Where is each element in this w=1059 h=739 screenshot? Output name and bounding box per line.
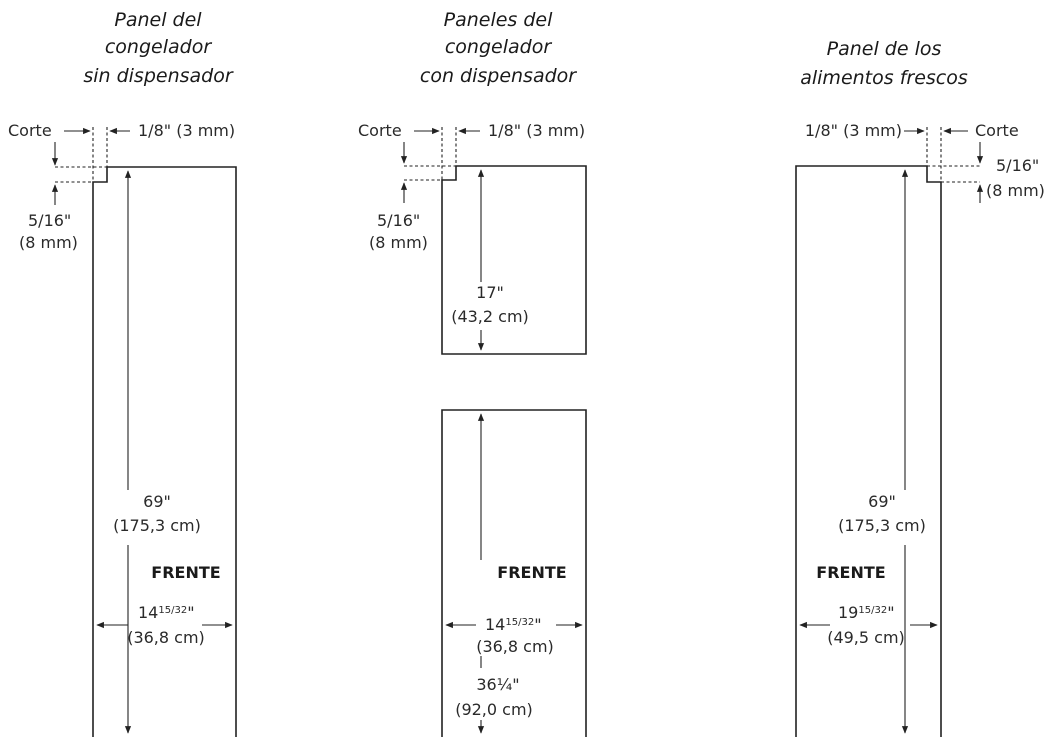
panel-freezer-no-dispenser: Panel del congelador sin dispensador Cor… (8, 9, 237, 737)
panel3-height-metric: (175,3 cm) (838, 516, 926, 535)
panel1-width-metric: (36,8 cm) (127, 628, 205, 647)
panel1-notch-depth: 5/16" (28, 211, 71, 230)
panel2-lower-outline (441, 409, 587, 737)
panel-fresh-food: Panel de los alimentos frescos 1/8" (3 m… (795, 38, 1045, 737)
panel2-width-metric: (36,8 cm) (476, 637, 554, 656)
panel2-lower-height: 36¼" (476, 675, 519, 694)
panel1-width-text: 1415/32" (138, 603, 195, 622)
panel3-title-line1: Panel de los (827, 38, 942, 60)
panel3-outline (795, 165, 942, 737)
panel2-upper-height: 17" (476, 283, 504, 302)
panel1-height: 69" (143, 492, 171, 511)
panel3-width-text: 1915/32" (838, 603, 895, 622)
panel3-cut-label: Corte (975, 121, 1019, 140)
panel1-height-metric: (175,3 cm) (113, 516, 201, 535)
panel-freezer-with-dispenser: Paneles del congelador con dispensador C… (358, 9, 587, 737)
panel3-gap-label: 1/8" (3 mm) (805, 121, 902, 140)
panel1-front-label: FRENTE (151, 563, 220, 582)
panel2-cut-label: Corte (358, 121, 402, 140)
panel2-width-text: 1415/32" (485, 615, 542, 634)
panel1-title-line1: Panel del (114, 9, 202, 31)
panel3-notch-depth: 5/16" (996, 156, 1039, 175)
panel1-notch-depth-metric: (8 mm) (19, 233, 78, 252)
panel1-title-line2: congelador (105, 36, 212, 58)
panel1-cut-label: Corte (8, 121, 52, 140)
panel2-gap-label: 1/8" (3 mm) (488, 121, 585, 140)
panel2-upper-height-metric: (43,2 cm) (451, 307, 529, 326)
panel2-title-line3: con dispensador (420, 65, 577, 87)
panel2-title-line1: Paneles del (444, 9, 553, 31)
panel2-title-line2: congelador (445, 36, 552, 58)
panel1-outline (92, 166, 237, 737)
panel2-front-label: FRENTE (497, 563, 566, 582)
panel1-gap-label: 1/8" (3 mm) (138, 121, 235, 140)
panel2-lower-height-metric: (92,0 cm) (455, 700, 533, 719)
panel3-width-metric: (49,5 cm) (827, 628, 905, 647)
panel1-title-line3: sin dispensador (83, 65, 234, 87)
panel3-notch-depth-metric: (8 mm) (986, 181, 1045, 200)
panel3-height: 69" (868, 492, 896, 511)
panel3-front-label: FRENTE (816, 563, 885, 582)
panel2-notch-depth-metric: (8 mm) (369, 233, 428, 252)
panel3-title-line2: alimentos frescos (800, 67, 968, 89)
panel2-notch-depth: 5/16" (377, 211, 420, 230)
